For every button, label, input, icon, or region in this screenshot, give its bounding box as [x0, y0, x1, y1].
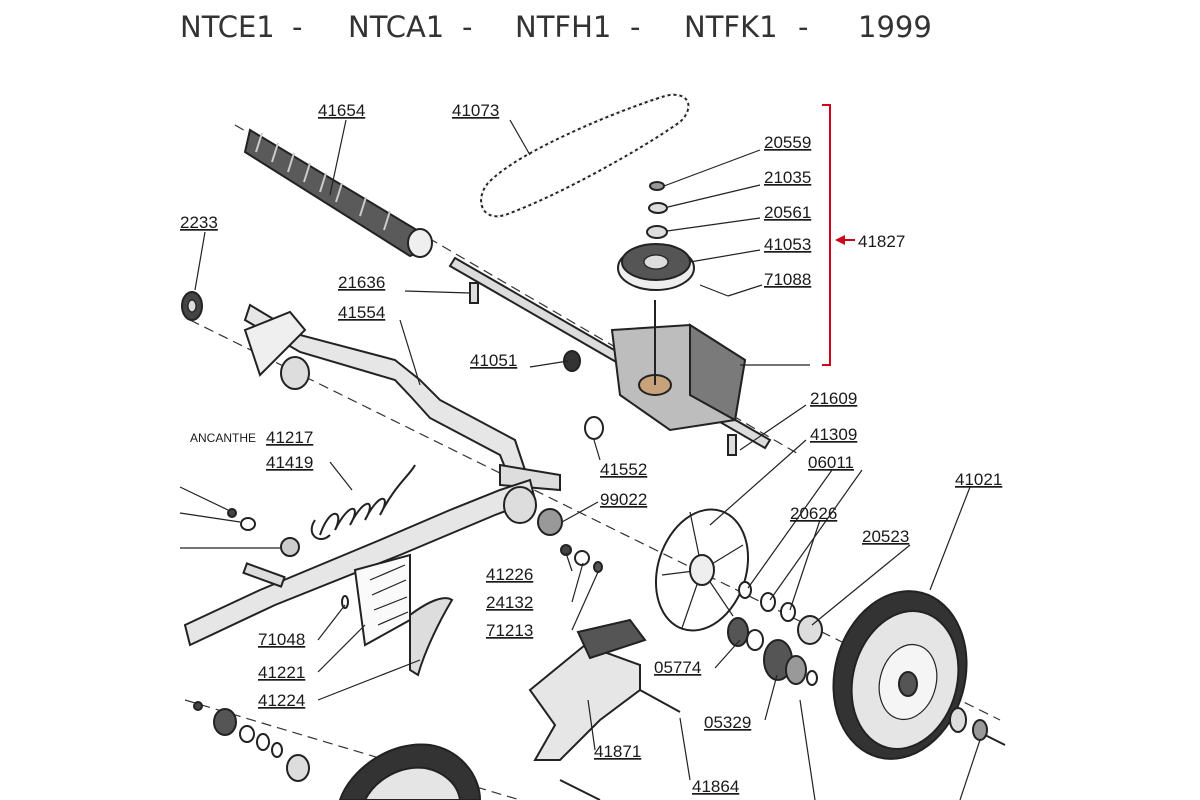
- callout-41654: 41654: [318, 101, 365, 120]
- callout-99022: 99022: [600, 490, 647, 509]
- rear-wheel: [338, 743, 482, 800]
- callout-41226: 41226: [486, 565, 533, 584]
- diagram-header: NTCE1 - NTCA1 - NTFH1 - NTFK1 - 1999: [180, 10, 932, 44]
- callout-20626: 20626: [790, 504, 837, 523]
- callout-71048: 71048: [258, 630, 305, 649]
- separator-1: -: [292, 10, 302, 44]
- worm-shaft: [243, 128, 433, 258]
- callout-41554: 41554: [338, 303, 385, 322]
- callout-2233: 2233: [180, 213, 218, 232]
- callout-24132: 24132: [486, 593, 533, 612]
- height-bar: [243, 303, 561, 492]
- callout-41221: 41221: [258, 663, 305, 682]
- gearbox: [448, 256, 772, 456]
- callout-20561: 20561: [764, 203, 811, 222]
- model-2: NTCA1: [348, 10, 444, 44]
- model-3: NTFH1: [515, 10, 611, 44]
- callout-71213: 71213: [486, 621, 533, 640]
- spring: [310, 464, 416, 540]
- year-label: 1999: [858, 10, 932, 44]
- separator-4: -: [798, 10, 808, 44]
- rear-left-fasteners: [193, 701, 310, 782]
- callout-41053: 41053: [764, 235, 811, 254]
- bushing-left: [181, 291, 203, 321]
- callout-41224: 41224: [258, 691, 305, 710]
- callout-20523: 20523: [862, 527, 909, 546]
- callout-05329: 05329: [704, 713, 751, 732]
- leader-lines: [194, 119, 981, 800]
- callout-41051: 41051: [470, 351, 517, 370]
- assembly-bracket: 41827: [740, 104, 905, 366]
- wheel-hub-stack: [727, 581, 823, 686]
- separator-2: -: [462, 10, 472, 44]
- callout-41309: 41309: [810, 425, 857, 444]
- assembly-label: 41827: [858, 232, 905, 251]
- callout-21636: 21636: [338, 273, 385, 292]
- callout-05774: 05774: [654, 658, 701, 677]
- callout-71088: 71088: [764, 270, 811, 289]
- callout-20559: 20559: [764, 133, 811, 152]
- callout-41871: 41871: [594, 742, 641, 761]
- model-1: NTCE1: [180, 10, 275, 44]
- callout-21609: 21609: [810, 389, 857, 408]
- left-fasteners: [179, 486, 300, 557]
- callout-41021: 41021: [955, 470, 1002, 489]
- drive-lever: [528, 618, 681, 800]
- callout-41217: 41217: [266, 428, 313, 447]
- callout-21035: 21035: [764, 168, 811, 187]
- callout-41073: 41073: [452, 101, 499, 120]
- side-note: ANCANTHE: [190, 431, 256, 445]
- callout-41552: 41552: [600, 460, 647, 479]
- drive-belt: [480, 93, 690, 218]
- callout-06011: 06011: [808, 453, 854, 472]
- callout-labels: 41654 41073 20559 21035 20561 41053 7108…: [180, 101, 1002, 796]
- lower-frame: [183, 478, 562, 647]
- drive-wheel: [832, 590, 1006, 760]
- callout-41864: 41864: [692, 777, 739, 796]
- height-plate: [341, 553, 454, 677]
- pulley-stack: [617, 181, 729, 297]
- model-4: NTFK1: [684, 10, 778, 44]
- callout-41419: 41419: [266, 453, 313, 472]
- separator-3: -: [630, 10, 640, 44]
